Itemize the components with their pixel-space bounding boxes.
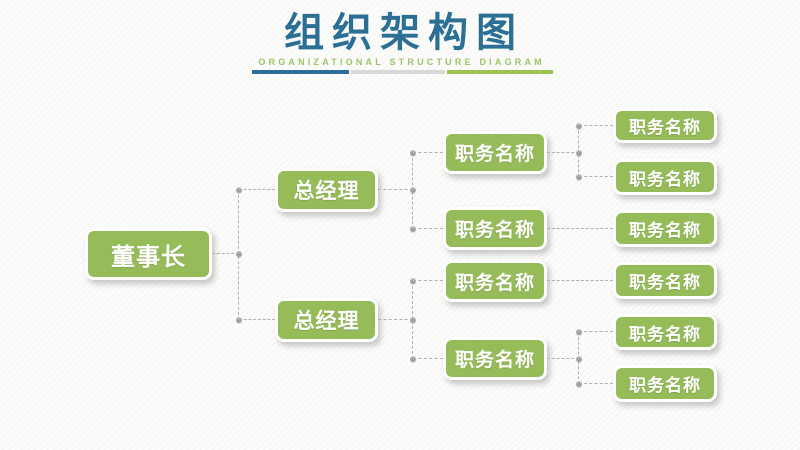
org-node-mid4[interactable]: 职务名称 <box>443 337 547 380</box>
connector-dot <box>576 381 582 387</box>
connector-line <box>413 280 443 281</box>
connector-line <box>579 383 613 384</box>
org-node-r3[interactable]: 职务名称 <box>613 210 717 247</box>
connector-dot <box>576 123 582 129</box>
connector-line <box>547 280 613 281</box>
connector-dot <box>410 278 416 284</box>
org-node-label: 职务名称 <box>629 324 701 344</box>
connector-dot <box>576 174 582 180</box>
org-node-label: 职务名称 <box>629 169 701 189</box>
org-node-mid1[interactable]: 职务名称 <box>443 131 547 174</box>
connector-line <box>239 189 275 190</box>
page-subtitle: ORGANIZATIONAL STRUCTURE DIAGRAM <box>258 57 545 67</box>
connector-dot <box>576 150 582 156</box>
connector-line <box>413 358 443 359</box>
org-node-label: 职务名称 <box>629 118 701 137</box>
connector-dot <box>236 251 242 257</box>
connector-dot <box>410 356 416 362</box>
org-node-label: 总经理 <box>293 180 360 203</box>
org-node-label: 职务名称 <box>454 144 535 165</box>
title-underline <box>252 70 555 74</box>
connector-line <box>238 190 239 320</box>
connector-line <box>413 228 443 229</box>
connector-dot <box>410 226 416 232</box>
connector-line <box>547 152 579 153</box>
connector-line <box>413 152 443 153</box>
org-node-r2[interactable]: 职务名称 <box>613 159 717 195</box>
connector-line <box>547 228 613 229</box>
connector-line <box>579 331 613 332</box>
connector-line <box>412 281 413 359</box>
org-node-label: 职务名称 <box>454 350 535 371</box>
org-node-r5[interactable]: 职务名称 <box>613 314 717 350</box>
org-node-mid3[interactable]: 职务名称 <box>443 260 547 302</box>
underline-segment-gray <box>351 70 445 74</box>
connector-line <box>547 358 579 359</box>
connector-dot <box>410 317 416 323</box>
connector-line <box>212 253 239 254</box>
connector-dot <box>236 317 242 323</box>
org-node-r4[interactable]: 职务名称 <box>613 262 717 299</box>
underline-segment-green <box>447 70 553 74</box>
org-node-label: 董事长 <box>111 243 186 271</box>
connector-dot <box>576 356 582 362</box>
connector-line <box>579 125 613 126</box>
org-node-chairman[interactable]: 董事长 <box>85 228 212 280</box>
connector-dot <box>576 329 582 335</box>
connector-line <box>412 152 413 229</box>
connector-line <box>578 125 579 177</box>
org-node-r1[interactable]: 职务名称 <box>613 108 717 143</box>
org-node-label: 职务名称 <box>454 272 535 294</box>
org-node-gm2[interactable]: 总经理 <box>275 298 378 342</box>
connector-line <box>378 189 413 190</box>
connector-line <box>578 332 579 384</box>
org-node-label: 职务名称 <box>454 220 535 241</box>
connector-line <box>378 319 413 320</box>
connector-dot <box>410 150 416 156</box>
org-node-label: 职务名称 <box>629 273 701 292</box>
underline-segment-blue <box>252 70 349 74</box>
org-node-r6[interactable]: 职务名称 <box>613 365 717 402</box>
org-node-label: 总经理 <box>293 310 360 333</box>
org-node-gm1[interactable]: 总经理 <box>275 168 378 212</box>
connector-dot <box>410 187 416 193</box>
connector-dot <box>236 187 242 193</box>
org-node-label: 职务名称 <box>629 221 701 240</box>
page-title: 组织架构图 <box>284 11 524 55</box>
org-node-mid2[interactable]: 职务名称 <box>443 207 547 250</box>
org-node-label: 职务名称 <box>629 376 701 395</box>
connector-line <box>579 176 613 177</box>
connector-line <box>239 319 275 320</box>
